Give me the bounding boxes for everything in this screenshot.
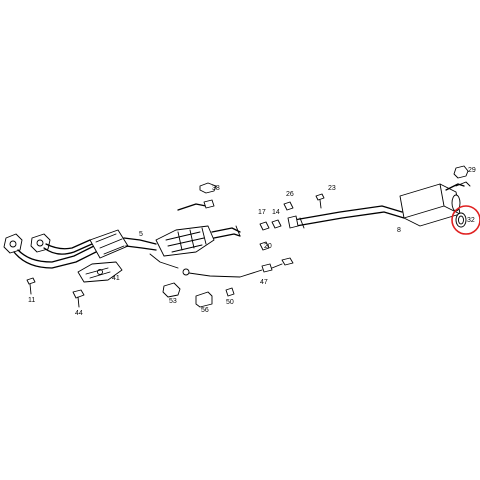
gasket-ring-32 (455, 212, 467, 228)
label-part-32: 32 (467, 217, 475, 224)
highlight-circle (451, 205, 480, 235)
label-part-41: 41 (112, 275, 120, 282)
bolt-23 (315, 193, 325, 209)
part-labels: 5 8 11 14 17 20 23 26 29 32 38 41 44 47 … (28, 167, 476, 317)
label-part-17: 17 (258, 209, 266, 216)
clip-50 (225, 287, 235, 297)
label-part-53: 53 (169, 298, 177, 305)
label-part-38: 38 (212, 185, 220, 192)
label-part-11: 11 (28, 297, 35, 304)
label-part-56: 56 (201, 307, 209, 314)
label-part-23: 23 (328, 185, 336, 192)
label-part-26: 26 (286, 191, 294, 198)
bracket-56 (195, 291, 213, 308)
catalytic-converter (155, 225, 241, 257)
rear-muffler (399, 181, 471, 227)
label-part-47: 47 (260, 279, 268, 286)
bolt-44 (72, 289, 85, 308)
intermediate-pipe (287, 205, 405, 229)
rubber-hanger-29 (453, 165, 469, 179)
front-pipe-assembly (3, 229, 157, 269)
rubber-mount-53 (162, 282, 181, 298)
label-part-29: 29 (468, 167, 476, 174)
oxygen-sensor-lead (149, 253, 294, 278)
clamp-rings (259, 201, 294, 251)
label-part-5: 5 (139, 231, 143, 238)
label-part-8: 8 (397, 227, 401, 234)
label-part-44: 44 (75, 310, 83, 317)
heat-shield-41 (77, 261, 123, 283)
label-part-50: 50 (226, 299, 234, 306)
label-part-20: 20 (264, 243, 272, 250)
label-part-14: 14 (272, 209, 280, 216)
bolt-11 (26, 277, 36, 295)
strap-bracket (177, 199, 215, 211)
clamp-38 (199, 182, 217, 194)
